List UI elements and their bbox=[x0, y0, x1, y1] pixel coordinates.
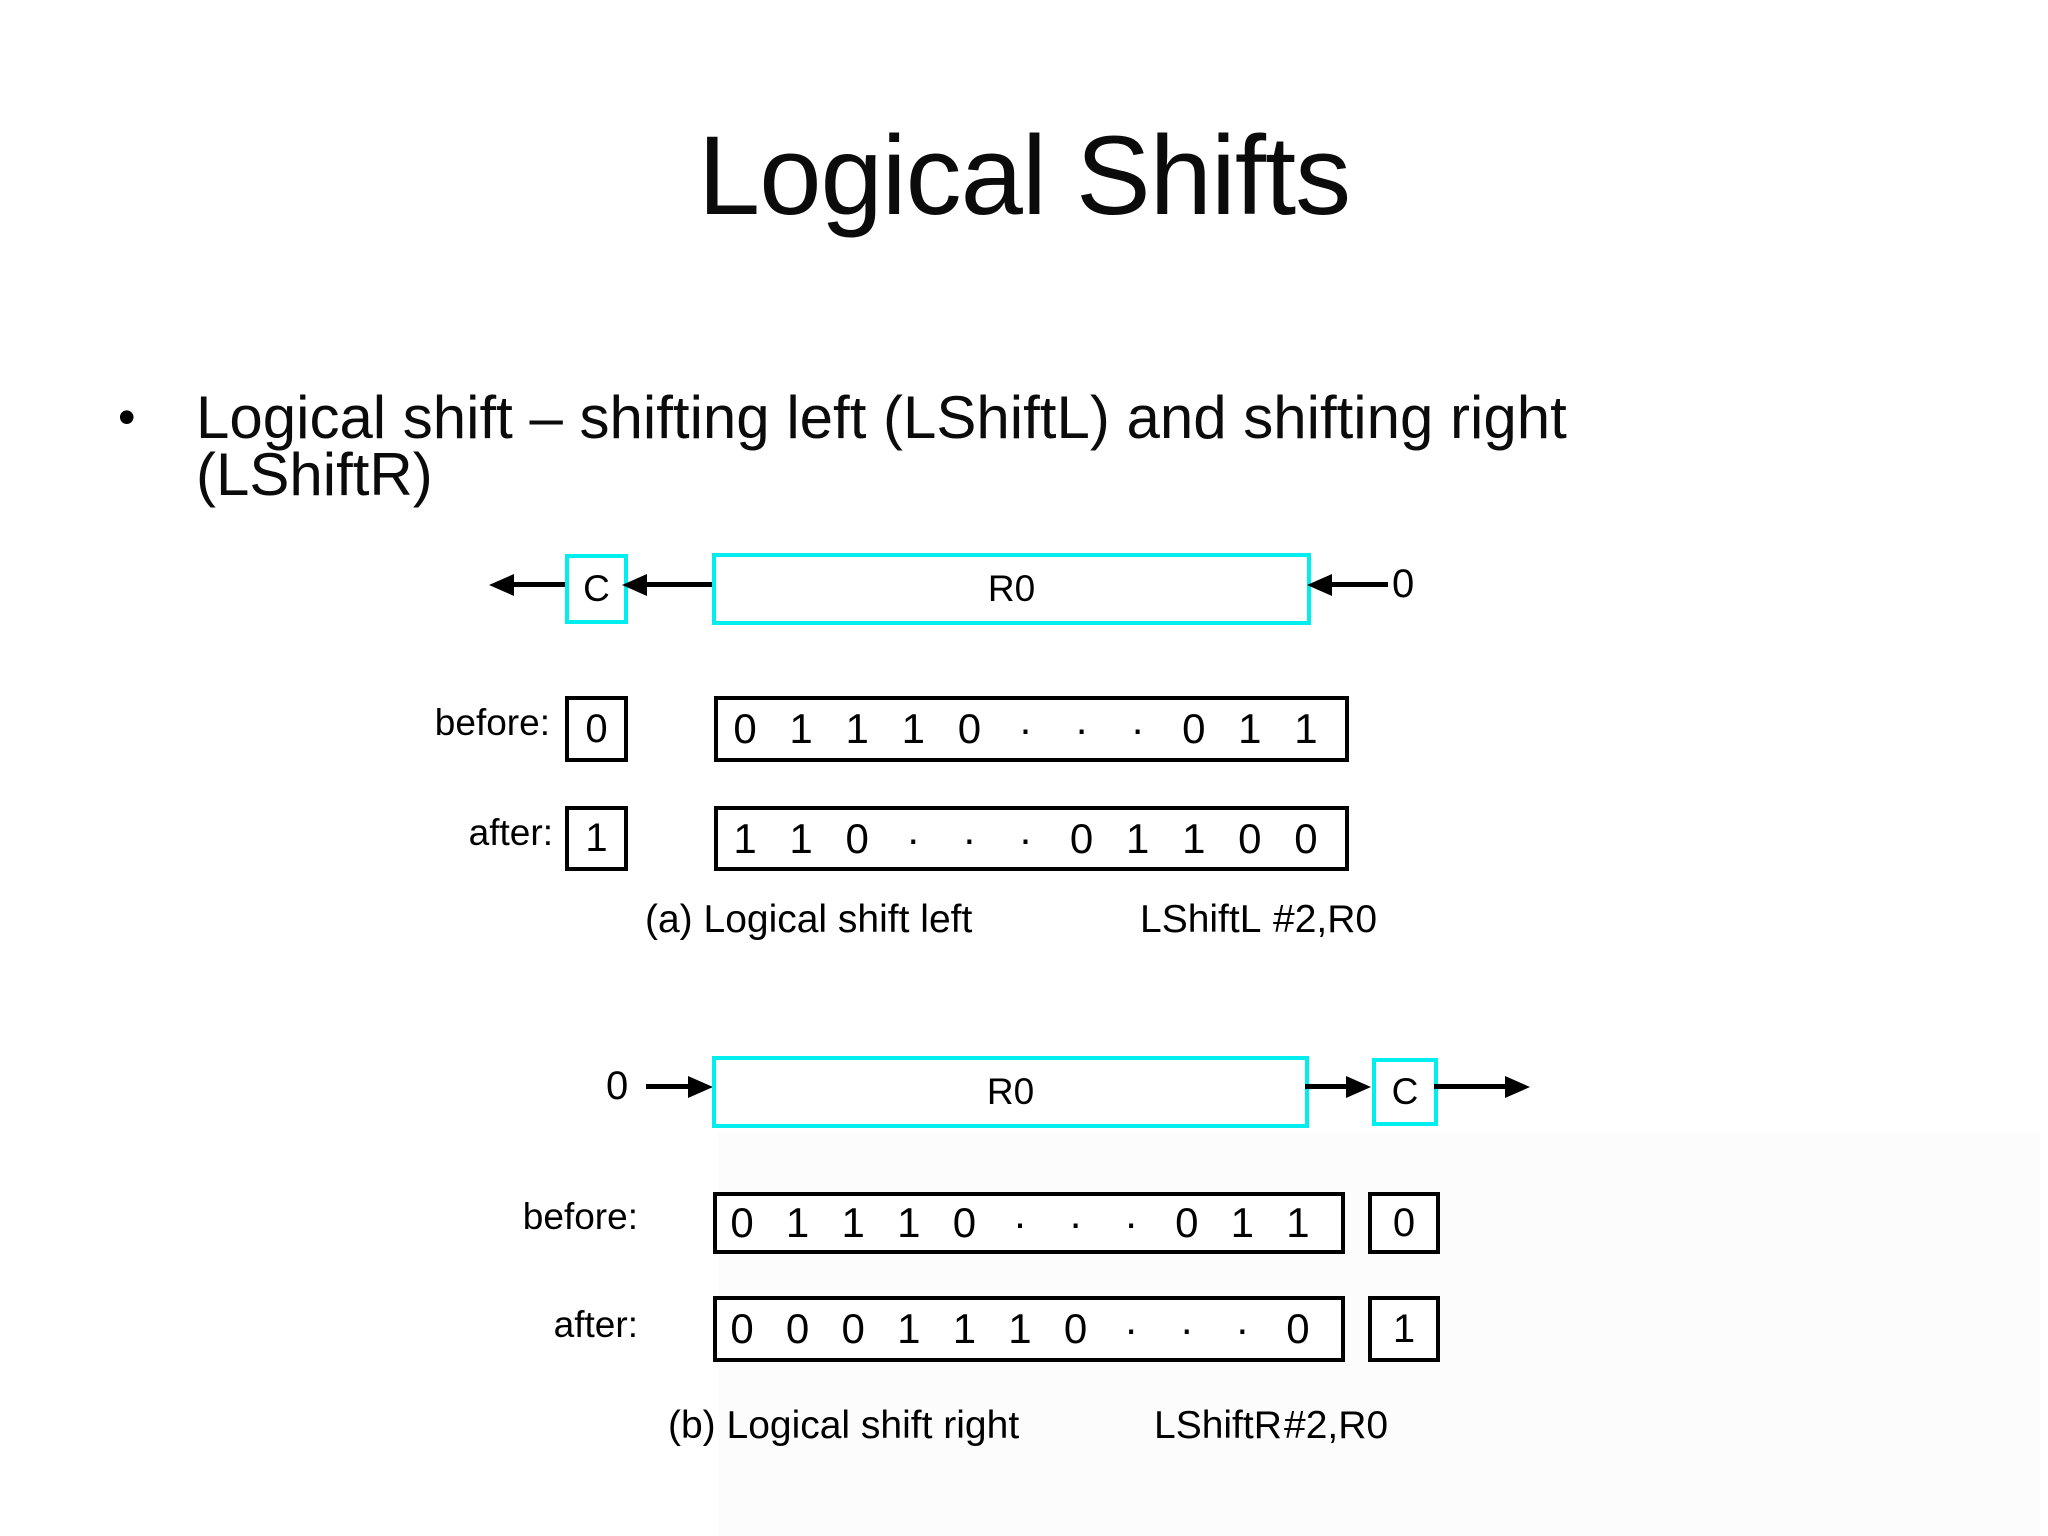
arrow-head-in-a bbox=[1307, 574, 1332, 596]
bit-cell: · bbox=[1068, 1199, 1083, 1246]
bit-cell: · bbox=[1018, 705, 1033, 752]
row-label-after-a: after: bbox=[468, 812, 553, 853]
bit-cell: · bbox=[1179, 1305, 1194, 1352]
bit-cell: 1 bbox=[897, 1199, 921, 1246]
bit-cell: 0 bbox=[730, 1305, 754, 1352]
bit-cell: 0 bbox=[730, 1199, 754, 1246]
bit-cell: 1 bbox=[1294, 705, 1318, 752]
carry-label-a: C bbox=[583, 568, 610, 609]
arrow-head-out-b bbox=[1505, 1076, 1530, 1098]
bit-cell: · bbox=[1074, 705, 1089, 752]
operands-a: #2,R0 bbox=[1273, 898, 1378, 941]
bit-cell: · bbox=[906, 814, 921, 862]
operands-b: #2,R0 bbox=[1284, 1404, 1389, 1447]
bit-cell: · bbox=[1018, 814, 1033, 862]
carry-value-before-b: 0 bbox=[1368, 1192, 1440, 1254]
bit-cell: · bbox=[1124, 1199, 1139, 1246]
shift-in-bit-b: 0 bbox=[606, 1064, 629, 1108]
bit-cell: 1 bbox=[952, 1305, 977, 1352]
bit-cell: 1 bbox=[1238, 705, 1262, 752]
row-label-after-b: after: bbox=[553, 1304, 638, 1345]
bit-cell: · bbox=[1124, 1305, 1139, 1352]
carry-bit: 0 bbox=[585, 706, 608, 751]
bullet-marker: • bbox=[118, 389, 136, 445]
bit-cell: · bbox=[1235, 1305, 1250, 1352]
bit-cell: 0 bbox=[957, 705, 982, 752]
bit-cell: 1 bbox=[1182, 814, 1206, 862]
arrow-head-r0-to-c-a bbox=[622, 574, 647, 596]
bit-cell: 1 bbox=[785, 1199, 810, 1246]
arrow-line-out-a bbox=[510, 582, 567, 587]
instruction-a: LShiftL bbox=[1140, 898, 1262, 941]
bit-cell: 1 bbox=[1230, 1199, 1255, 1246]
slide-title: Logical Shifts bbox=[697, 113, 1351, 238]
bit-cell: 1 bbox=[1286, 1199, 1310, 1246]
carry-bit: 0 bbox=[1392, 1200, 1416, 1245]
carry-bit: 1 bbox=[1392, 1306, 1416, 1351]
arrow-head-r0-to-c-b bbox=[1346, 1076, 1371, 1098]
bit-cell: · bbox=[962, 814, 977, 862]
bullet-line-1: Logical shift – shifting left (LShiftL) … bbox=[196, 384, 1567, 451]
bit-cell: · bbox=[1130, 705, 1145, 752]
bit-cell: 1 bbox=[901, 705, 925, 752]
bit-cell: 0 bbox=[1286, 1305, 1310, 1352]
bit-cell: 0 bbox=[1069, 814, 1094, 862]
bit-cell: 1 bbox=[789, 814, 813, 862]
bullet-item: • Logical shift – shifting left (LShiftL… bbox=[108, 384, 1868, 508]
bit-cell: 0 bbox=[952, 1199, 977, 1246]
bullet-text: Logical shift – shifting left (LShiftL) … bbox=[196, 384, 1567, 508]
bit-cell: 0 bbox=[1063, 1305, 1088, 1352]
arrow-head-in-b bbox=[688, 1076, 713, 1098]
row-label-before-a: before: bbox=[434, 702, 550, 743]
bit-cell: 0 bbox=[1294, 814, 1318, 862]
register-box-a: R0 bbox=[712, 553, 1311, 625]
bit-cell: 1 bbox=[733, 814, 757, 862]
arrow-head-left-out-a bbox=[489, 574, 514, 596]
carry-box-b: C bbox=[1372, 1058, 1438, 1126]
caption-b: (b) Logical shift right bbox=[668, 1404, 1020, 1447]
register-label-a: R0 bbox=[987, 568, 1036, 609]
bit-cell: 0 bbox=[1182, 705, 1206, 752]
arrow-line-out-b bbox=[1434, 1084, 1507, 1089]
bit-cell: 1 bbox=[1125, 814, 1150, 862]
bit-cell: 0 bbox=[841, 1305, 865, 1352]
bit-cell: · bbox=[1012, 1199, 1027, 1246]
bit-cell: 1 bbox=[897, 1305, 921, 1352]
row-label-before-b: before: bbox=[522, 1196, 638, 1237]
bit-cell: 0 bbox=[845, 814, 869, 862]
bit-cell: 1 bbox=[1008, 1305, 1032, 1352]
carry-box-a: C bbox=[565, 554, 628, 624]
carry-bit: 1 bbox=[585, 816, 608, 860]
arrow-line-in-b bbox=[646, 1084, 692, 1089]
bullet-line-2: (LShiftR) bbox=[196, 441, 433, 508]
carry-label-b: C bbox=[1391, 1071, 1419, 1112]
arrow-line-r0-to-c-b bbox=[1305, 1084, 1348, 1089]
shift-in-bit-a: 0 bbox=[1392, 562, 1415, 606]
arrow-line-in-a bbox=[1330, 582, 1388, 587]
bit-cell: 1 bbox=[789, 705, 813, 752]
bit-cell: 0 bbox=[733, 705, 757, 752]
carry-value-after-a: 1 bbox=[565, 806, 628, 871]
bit-cell: 1 bbox=[841, 1199, 865, 1246]
bit-cell: 0 bbox=[1238, 814, 1262, 862]
register-box-b: R0 bbox=[712, 1056, 1309, 1128]
instruction-b: LShiftR bbox=[1154, 1404, 1282, 1447]
caption-a: (a) Logical shift left bbox=[645, 898, 973, 941]
arrow-line-r0-to-c-a bbox=[645, 582, 712, 587]
carry-value-after-b: 1 bbox=[1368, 1296, 1440, 1362]
register-label-b: R0 bbox=[986, 1071, 1035, 1112]
bit-cell: 0 bbox=[1175, 1199, 1199, 1246]
bit-cell: 0 bbox=[785, 1305, 810, 1352]
bit-cell: 1 bbox=[845, 705, 869, 752]
carry-value-before-a: 0 bbox=[565, 696, 628, 762]
